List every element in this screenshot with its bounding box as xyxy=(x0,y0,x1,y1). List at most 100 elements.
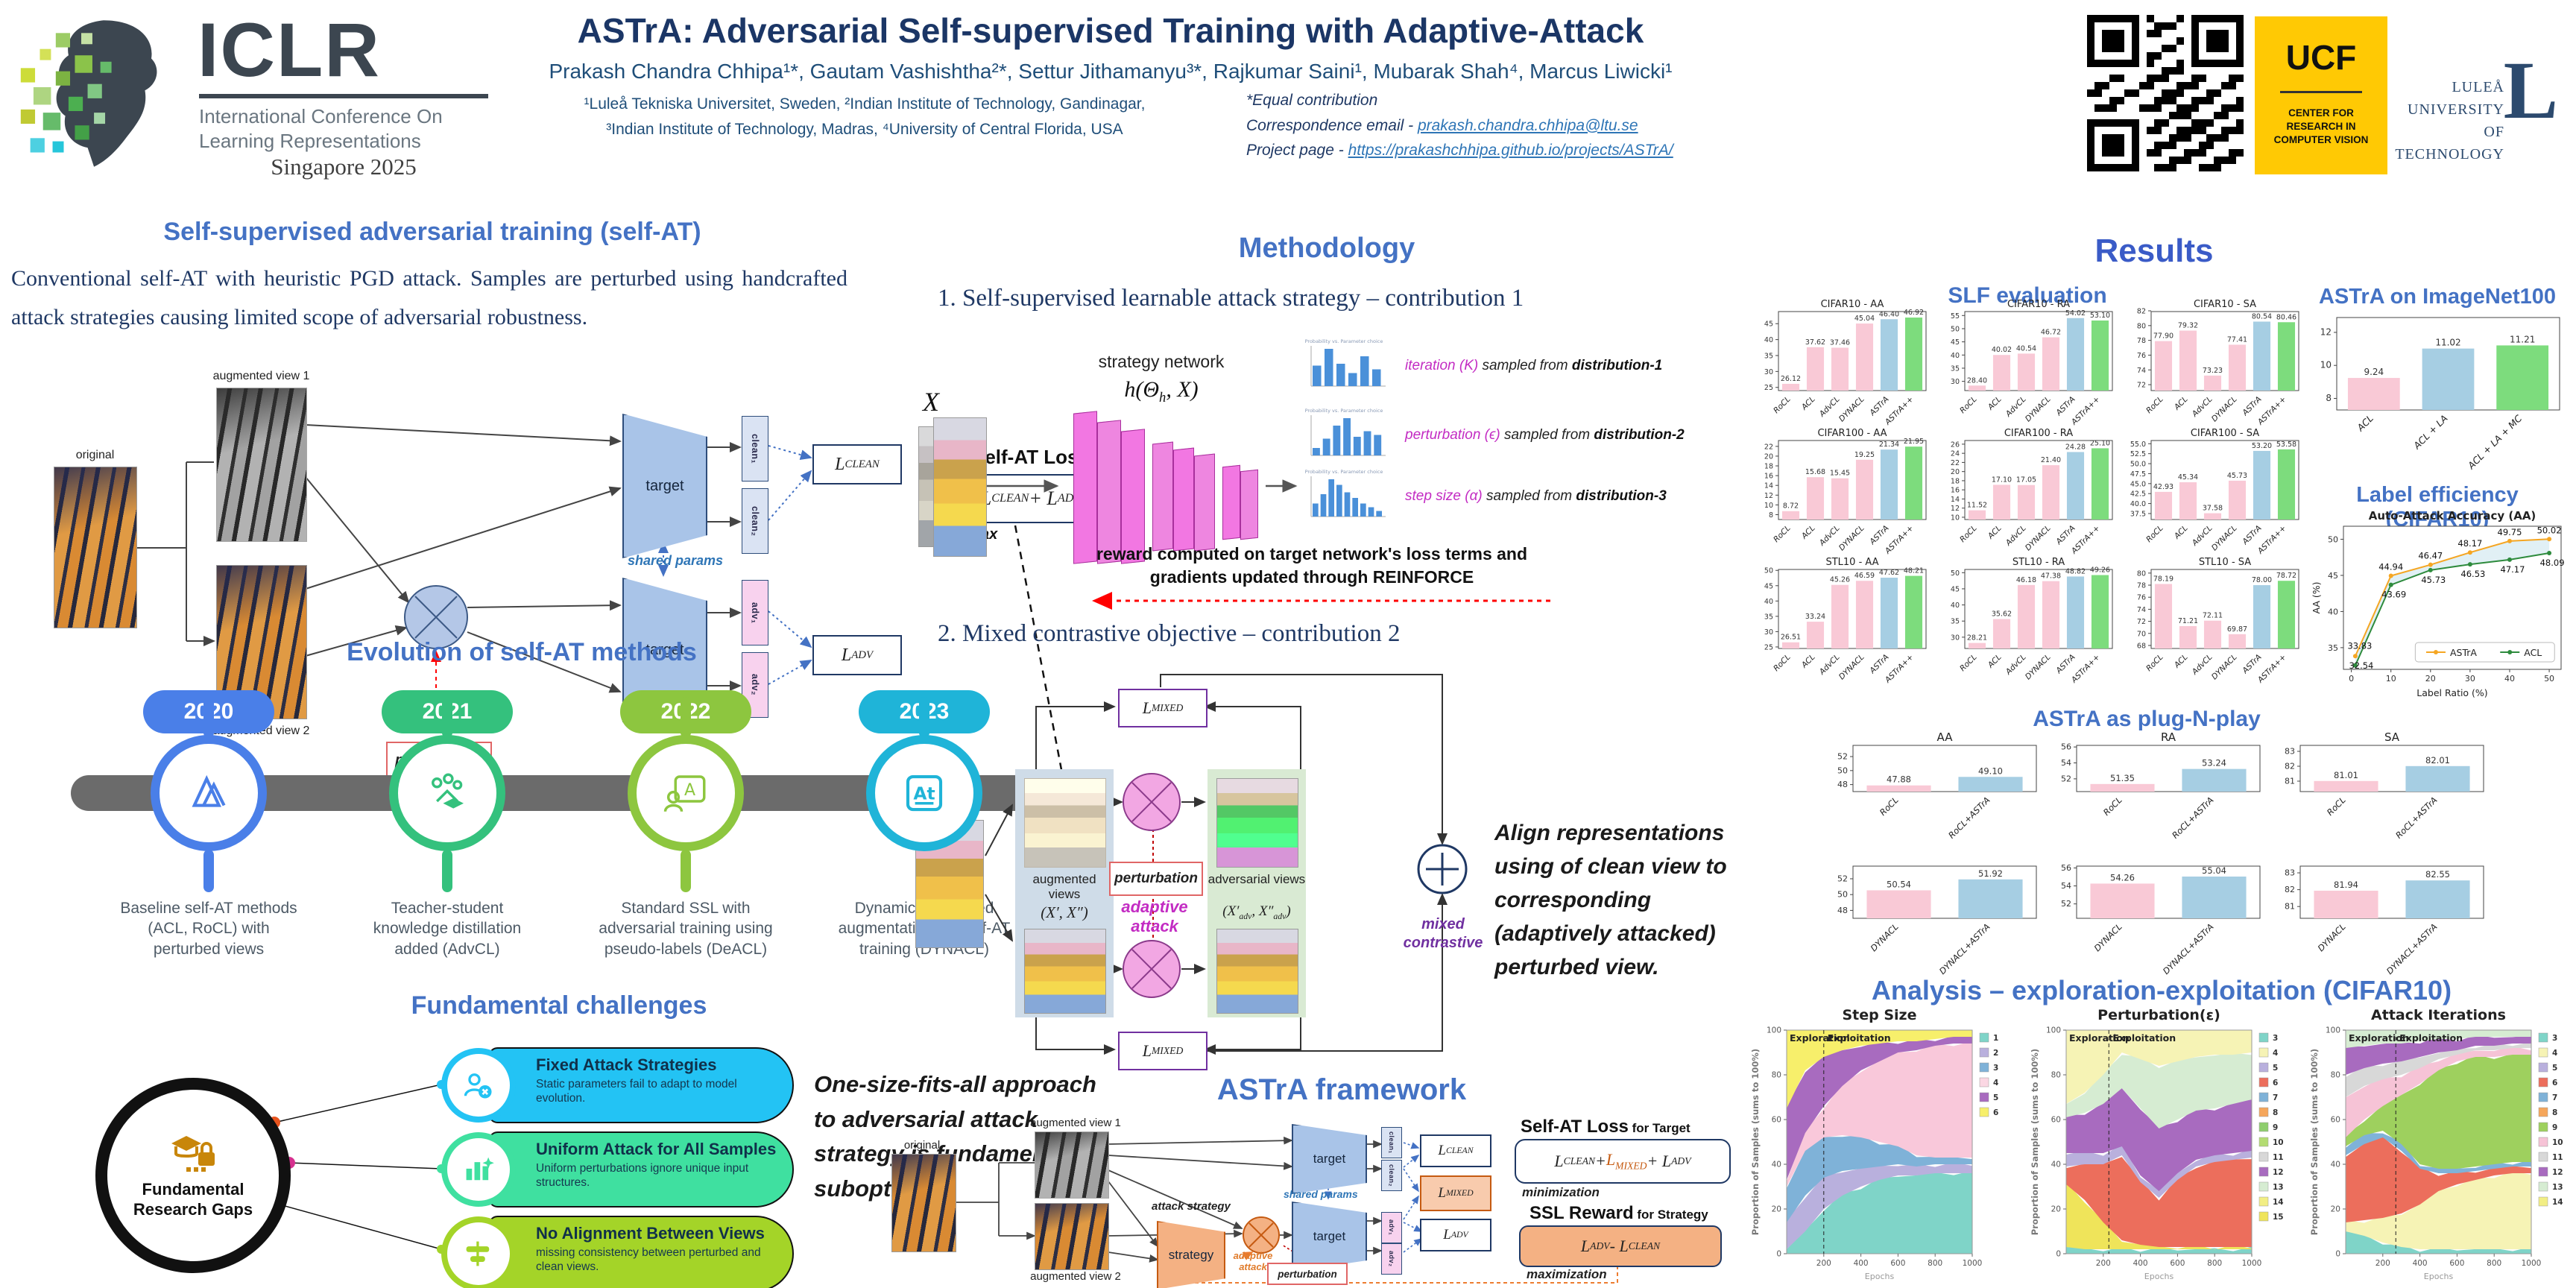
svg-text:5: 5 xyxy=(1993,1093,1998,1102)
svg-text:26.12: 26.12 xyxy=(1781,375,1801,383)
challenge-icon xyxy=(464,1073,492,1099)
svg-text:100: 100 xyxy=(2046,1026,2061,1035)
svg-text:Perturbation(ε): Perturbation(ε) xyxy=(2097,1008,2220,1023)
iclr-underline xyxy=(199,94,488,98)
selfat-shared-params: shared params xyxy=(628,553,724,568)
svg-text:47.62: 47.62 xyxy=(1879,569,1899,577)
slf-chart-STL10 - SA: STL10 - SA6870727476788078.19RoCL71.21AC… xyxy=(2124,557,2303,685)
svg-text:8: 8 xyxy=(2326,393,2332,403)
timeline-stem xyxy=(919,697,929,738)
svg-text:100: 100 xyxy=(2326,1026,2340,1035)
svg-text:20: 20 xyxy=(2331,1205,2340,1214)
svg-text:54.26: 54.26 xyxy=(2110,872,2135,883)
challenges-hub: Fundamental Research Gaps xyxy=(95,1078,291,1273)
svg-text:ASTrA: ASTrA xyxy=(1868,524,1891,547)
analysis-chart-Attack Iterations: Attack IterationsExplorationExploitation… xyxy=(2307,1007,2576,1288)
svg-text:8: 8 xyxy=(1769,511,1773,520)
svg-text:40: 40 xyxy=(2331,1161,2340,1169)
svg-text:56: 56 xyxy=(2061,863,2071,873)
author-list: Prakash Chandra Chhipa¹*, Gautam Vashish… xyxy=(549,60,1673,83)
svg-text:81: 81 xyxy=(2285,777,2295,786)
svg-text:50: 50 xyxy=(1837,890,1848,900)
svg-text:Epochs: Epochs xyxy=(1865,1272,1895,1281)
svg-text:AdvCL: AdvCL xyxy=(2004,653,2028,678)
timeline-stem xyxy=(203,850,214,892)
svg-text:RoCL: RoCL xyxy=(1958,653,1979,674)
bar xyxy=(2203,513,2222,520)
svg-text:47.5: 47.5 xyxy=(2130,470,2146,479)
svg-text:16: 16 xyxy=(1764,473,1773,481)
c2-adv-caption: adversarial views xyxy=(1208,872,1306,886)
project-page-link[interactable]: https://prakashchhipa.github.io/projects… xyxy=(1348,142,1673,160)
svg-text:DYNACL: DYNACL xyxy=(2024,653,2053,682)
svg-text:12: 12 xyxy=(1764,492,1773,500)
svg-text:78.72: 78.72 xyxy=(2276,572,2296,580)
svg-text:50.02: 50.02 xyxy=(2537,525,2562,535)
qr-code[interactable] xyxy=(2087,15,2244,171)
svg-text:50: 50 xyxy=(1837,765,1848,775)
timeline-node-2022: A xyxy=(628,735,744,851)
fw-adv2-box: adv₂ xyxy=(1381,1243,1402,1275)
svg-text:AdvCL: AdvCL xyxy=(2004,524,2028,549)
bar xyxy=(2253,585,2271,648)
c2-mixed-contrastive-label: mixed contrastive xyxy=(1403,916,1483,951)
bar xyxy=(1904,446,1923,520)
selfat-paragraph: Conventional self-AT with heuristic PGD … xyxy=(11,266,847,329)
svg-text:STL10 - SA: STL10 - SA xyxy=(2199,558,2251,568)
svg-text:45.0: 45.0 xyxy=(2130,480,2146,488)
svg-text:Epochs: Epochs xyxy=(2424,1272,2454,1281)
svg-text:400: 400 xyxy=(2133,1259,2148,1268)
svg-text:80: 80 xyxy=(2331,1071,2340,1080)
c1-input-image xyxy=(933,417,987,557)
bar xyxy=(2042,465,2060,520)
svg-text:68: 68 xyxy=(2137,642,2146,650)
svg-text:SA: SA xyxy=(2384,732,2400,744)
svg-text:37.62: 37.62 xyxy=(1805,338,1825,347)
c2-aug-math: (X′, X″) xyxy=(1041,903,1088,921)
bar xyxy=(2228,344,2247,391)
c1-x-label: X xyxy=(923,387,939,417)
svg-text:12: 12 xyxy=(2552,1168,2563,1177)
svg-text:53.24: 53.24 xyxy=(2202,758,2226,768)
svg-text:17.10: 17.10 xyxy=(1992,476,2012,484)
svg-text:RoCL+ASTrA: RoCL+ASTrA xyxy=(1946,795,1992,841)
svg-text:52: 52 xyxy=(1837,874,1848,883)
distribution-caption-1: iteration (K) sampled from distribution-… xyxy=(1405,358,1663,373)
plug-heading: ASTrA as plug-N-play xyxy=(2033,707,2261,731)
selfat-loss-title: Self-AT Loss xyxy=(972,446,1089,468)
distribution-caption-2: perturbation (ϵ) sampled from distributi… xyxy=(1405,427,1685,443)
svg-text:DYNACL: DYNACL xyxy=(2092,921,2124,953)
bar xyxy=(2042,337,2060,391)
bar xyxy=(1831,584,1849,648)
svg-text:CIFAR100 - SA: CIFAR100 - SA xyxy=(2191,429,2259,439)
c2-adaptive-attack-label: adaptive attack xyxy=(1121,897,1188,936)
bar xyxy=(2154,341,2173,391)
svg-text:RoCL+ASTrA: RoCL+ASTrA xyxy=(2393,795,2440,841)
svg-text:14: 14 xyxy=(1951,496,1960,504)
c2-aug-caption: augmented views xyxy=(1032,872,1096,901)
challenge-title: Fixed Attack Strategies xyxy=(536,1055,717,1074)
correspondence-email-link[interactable]: prakash.chandra.chhipa@ltu.se xyxy=(1417,116,1638,134)
bar xyxy=(2042,581,2060,648)
svg-text:30: 30 xyxy=(1951,378,1960,386)
svg-text:DYNACL: DYNACL xyxy=(1869,921,1901,953)
fw-aug2-label: augmented view 2 xyxy=(1030,1270,1121,1283)
svg-text:21.40: 21.40 xyxy=(2041,456,2061,464)
svg-text:11.52: 11.52 xyxy=(1967,502,1987,510)
section-heading-challenges: Fundamental challenges xyxy=(411,991,707,1020)
svg-text:ACL: ACL xyxy=(2172,524,2190,542)
timeline-icon-2020 xyxy=(192,774,226,807)
bar-chart-svg: STL10 - SA6870727476788078.19RoCL71.21AC… xyxy=(2137,557,2299,685)
bar xyxy=(2091,575,2109,648)
svg-text:ACL: ACL xyxy=(2172,653,2190,671)
fw-reward-title: SSL Reward for Strategy xyxy=(1530,1203,1708,1223)
fw-strategy-network: strategy xyxy=(1157,1221,1225,1288)
